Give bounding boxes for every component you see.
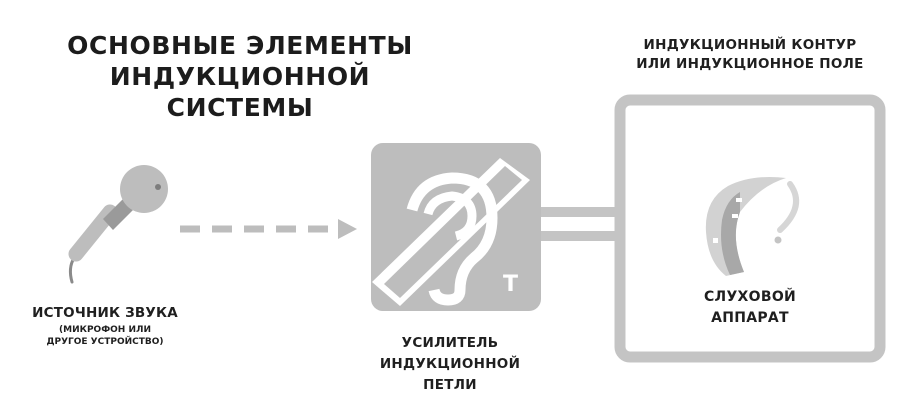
amplifier-label-line-3: ПЕТЛИ	[423, 377, 477, 393]
sound-source-label: ИСТОЧНИК ЗВУКА	[32, 305, 178, 321]
hearing-aid-label: СЛУХОВОЙ АППАРАТ	[630, 287, 870, 329]
hearing-aid-label-line-2: АППАРАТ	[711, 310, 789, 326]
loop-field-label-line-2: ИЛИ ИНДУКЦИОННОЕ ПОЛЕ	[636, 56, 864, 72]
sound-source-sublabel: (МИКРОФОН ИЛИ ДРУГОЕ УСТРОЙСТВО)	[10, 324, 200, 348]
loop-connection-wires	[535, 207, 625, 241]
hearing-loop-icon: T	[371, 143, 541, 311]
title-line-1: ОСНОВНЫЕ ЭЛЕМЕНТЫ	[67, 31, 413, 60]
amplifier-label-line-1: УСИЛИТЕЛЬ	[401, 335, 499, 351]
title-line-2: ИНДУКЦИОННОЙ СИСТЕМЫ	[109, 62, 371, 122]
diagram-title: ОСНОВНЫЕ ЭЛЕМЕНТЫ ИНДУКЦИОННОЙ СИСТЕМЫ	[40, 30, 440, 123]
amplifier-label: УСИЛИТЕЛЬ ИНДУКЦИОННОЙ ПЕТЛИ	[340, 333, 560, 396]
induction-loop-frame	[614, 94, 886, 363]
t-mark: T	[503, 272, 518, 297]
sound-source-sublabel-line-1: (МИКРОФОН ИЛИ	[59, 325, 151, 335]
loop-field-label-line-1: ИНДУКЦИОННЫЙ КОНТУР	[643, 37, 857, 53]
sound-source-sublabel-line-2: ДРУГОЕ УСТРОЙСТВО)	[46, 337, 164, 347]
microphone-icon	[68, 165, 168, 284]
hearing-aid-label-line-1: СЛУХОВОЙ	[703, 289, 797, 305]
hearing-aid-icon	[705, 177, 800, 276]
arrow-icon	[180, 219, 357, 239]
amplifier-label-line-2: ИНДУКЦИОННОЙ	[379, 356, 521, 372]
loop-field-label: ИНДУКЦИОННЫЙ КОНТУР ИЛИ ИНДУКЦИОННОЕ ПОЛ…	[600, 36, 900, 74]
